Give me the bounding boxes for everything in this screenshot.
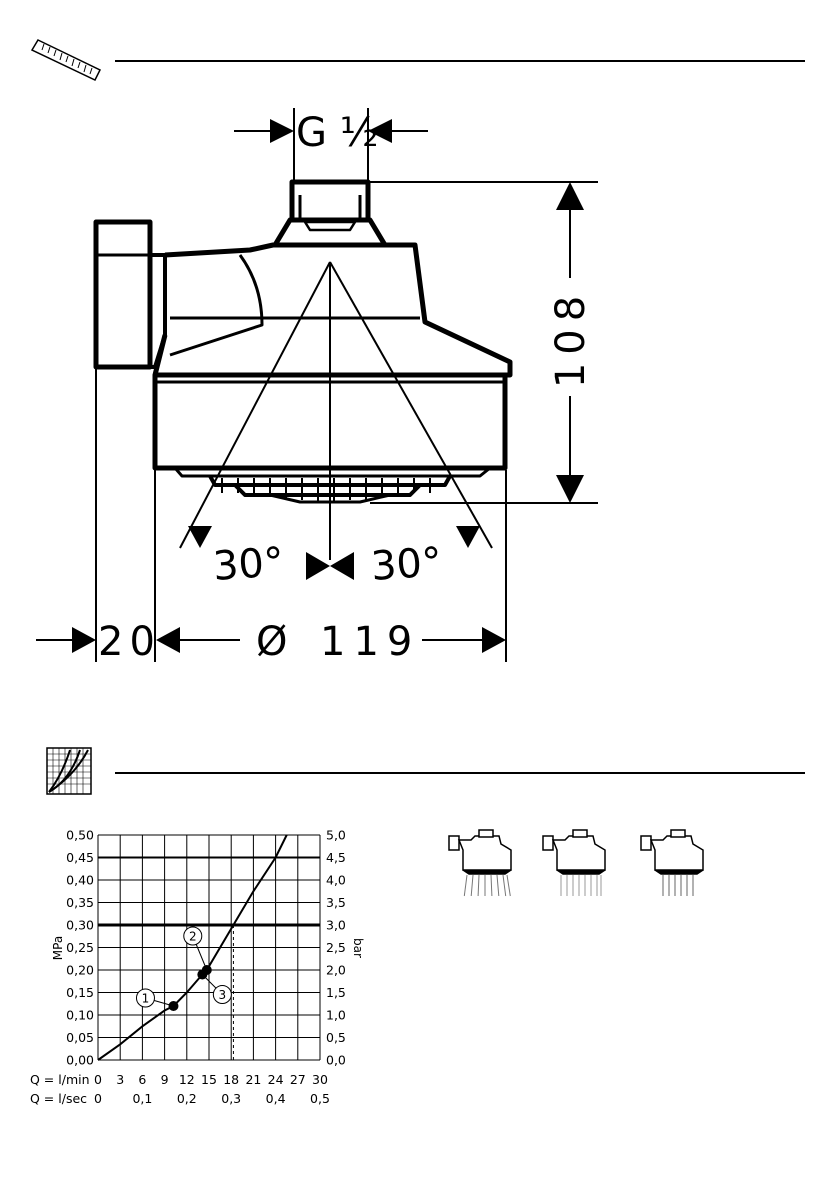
flow-chart-icon — [47, 748, 91, 794]
ruler-icon — [32, 40, 100, 80]
y-tick-right: 3,0 — [326, 918, 346, 933]
nozzle-pattern — [222, 478, 430, 502]
y-tick-right: 3,5 — [326, 895, 346, 910]
x-tick-primary: 27 — [290, 1072, 306, 1087]
x-tick-secondary: 0,5 — [310, 1091, 330, 1106]
dimension-drawing: 30° 30° G ½ 108 20 Ø 119 — [0, 0, 840, 700]
y-tick-left: 0,05 — [66, 1030, 94, 1045]
offset-label: 20 — [98, 619, 161, 665]
x-axis-secondary-ticks: 0 0,1 0,2 0,3 0,4 0,5 — [94, 1091, 330, 1106]
width-dimension — [36, 367, 506, 662]
y-tick-left: 0,15 — [66, 985, 94, 1000]
spray-modes — [449, 830, 703, 896]
y-tick-right: 0,0 — [326, 1053, 346, 1068]
y-tick-left: 0,40 — [66, 873, 94, 888]
x-tick-secondary: 0,2 — [177, 1091, 197, 1106]
x-tick-secondary: 0,4 — [266, 1091, 286, 1106]
flow-chart: 123 0,000,050,100,150,200,250,300,350,40… — [30, 828, 365, 1107]
y-axis-right-label: bar — [351, 938, 365, 958]
angle-arrow-left — [188, 526, 212, 548]
angle-arrow-center-left — [306, 552, 330, 580]
y-tick-right: 2,5 — [326, 940, 346, 955]
x-tick-primary: 0 — [94, 1072, 102, 1087]
y-tick-left: 0,35 — [66, 895, 94, 910]
spray-angle-lines — [180, 262, 492, 560]
angle-arrow-center-right — [330, 552, 354, 580]
diameter-symbol: Ø — [256, 619, 287, 665]
spray-mode-3-icon — [641, 830, 703, 896]
y-tick-left: 0,10 — [66, 1008, 94, 1023]
shower-head-drawing — [96, 182, 510, 502]
flow-section: 123 0,000,050,100,150,200,250,300,350,40… — [0, 730, 840, 1170]
x-tick-secondary: 0 — [94, 1091, 102, 1106]
y-tick-right: 4,5 — [326, 850, 346, 865]
y-tick-left: 0,20 — [66, 963, 94, 978]
diameter-label: 119 — [320, 619, 420, 665]
x-axis-secondary-label: Q = l/sec — [30, 1091, 87, 1106]
angle-right-label: 30° — [369, 539, 443, 590]
x-tick-secondary: 0,1 — [132, 1091, 152, 1106]
y-axis-left-ticks: 0,00 0,05 0,10 0,15 0,20 0,25 0,30 0,35 0,40 0,45… — [66, 828, 94, 1068]
y-tick-right: 4,0 — [326, 873, 346, 888]
operating-points: 1 2 3 — [136, 927, 231, 1011]
spray-mode-1-icon — [449, 830, 511, 896]
callout-label: 1 — [142, 992, 150, 1006]
x-tick-primary: 30 — [312, 1072, 328, 1087]
chart-grid — [98, 835, 320, 1060]
angle-arrow-right — [456, 526, 480, 548]
y-tick-right: 1,5 — [326, 985, 346, 1000]
y-tick-left: 0,50 — [66, 828, 94, 843]
x-tick-primary: 21 — [245, 1072, 261, 1087]
x-tick-secondary: 0,3 — [221, 1091, 241, 1106]
x-tick-primary: 18 — [223, 1072, 239, 1087]
y-tick-right: 2,0 — [326, 963, 346, 978]
callout-label: 2 — [189, 930, 197, 944]
y-tick-right: 1,0 — [326, 1008, 346, 1023]
x-axis-primary-label: Q = l/min — [30, 1072, 90, 1087]
y-tick-left: 0,00 — [66, 1053, 94, 1068]
callout-label: 3 — [219, 988, 227, 1002]
y-tick-right: 5,0 — [326, 828, 346, 843]
y-tick-right: 0,5 — [326, 1030, 346, 1045]
y-axis-right-ticks: 0,0 0,5 1,0 1,5 2,0 2,5 3,0 3,5 4,0 4,5 5,0 — [326, 828, 346, 1068]
x-tick-primary: 15 — [201, 1072, 217, 1087]
y-tick-left: 0,30 — [66, 918, 94, 933]
thread-label: G ½ — [296, 110, 378, 156]
x-tick-primary: 24 — [268, 1072, 284, 1087]
y-tick-left: 0,45 — [66, 850, 94, 865]
x-tick-primary: 12 — [179, 1072, 195, 1087]
angle-left-label: 30° — [211, 539, 285, 590]
x-tick-primary: 9 — [161, 1072, 169, 1087]
y-axis-left-label: MPa — [51, 936, 65, 960]
x-tick-primary: 6 — [138, 1072, 146, 1087]
spray-mode-2-icon — [543, 830, 605, 896]
height-label: 108 — [548, 288, 594, 388]
y-tick-left: 0,25 — [66, 940, 94, 955]
x-tick-primary: 3 — [116, 1072, 124, 1087]
